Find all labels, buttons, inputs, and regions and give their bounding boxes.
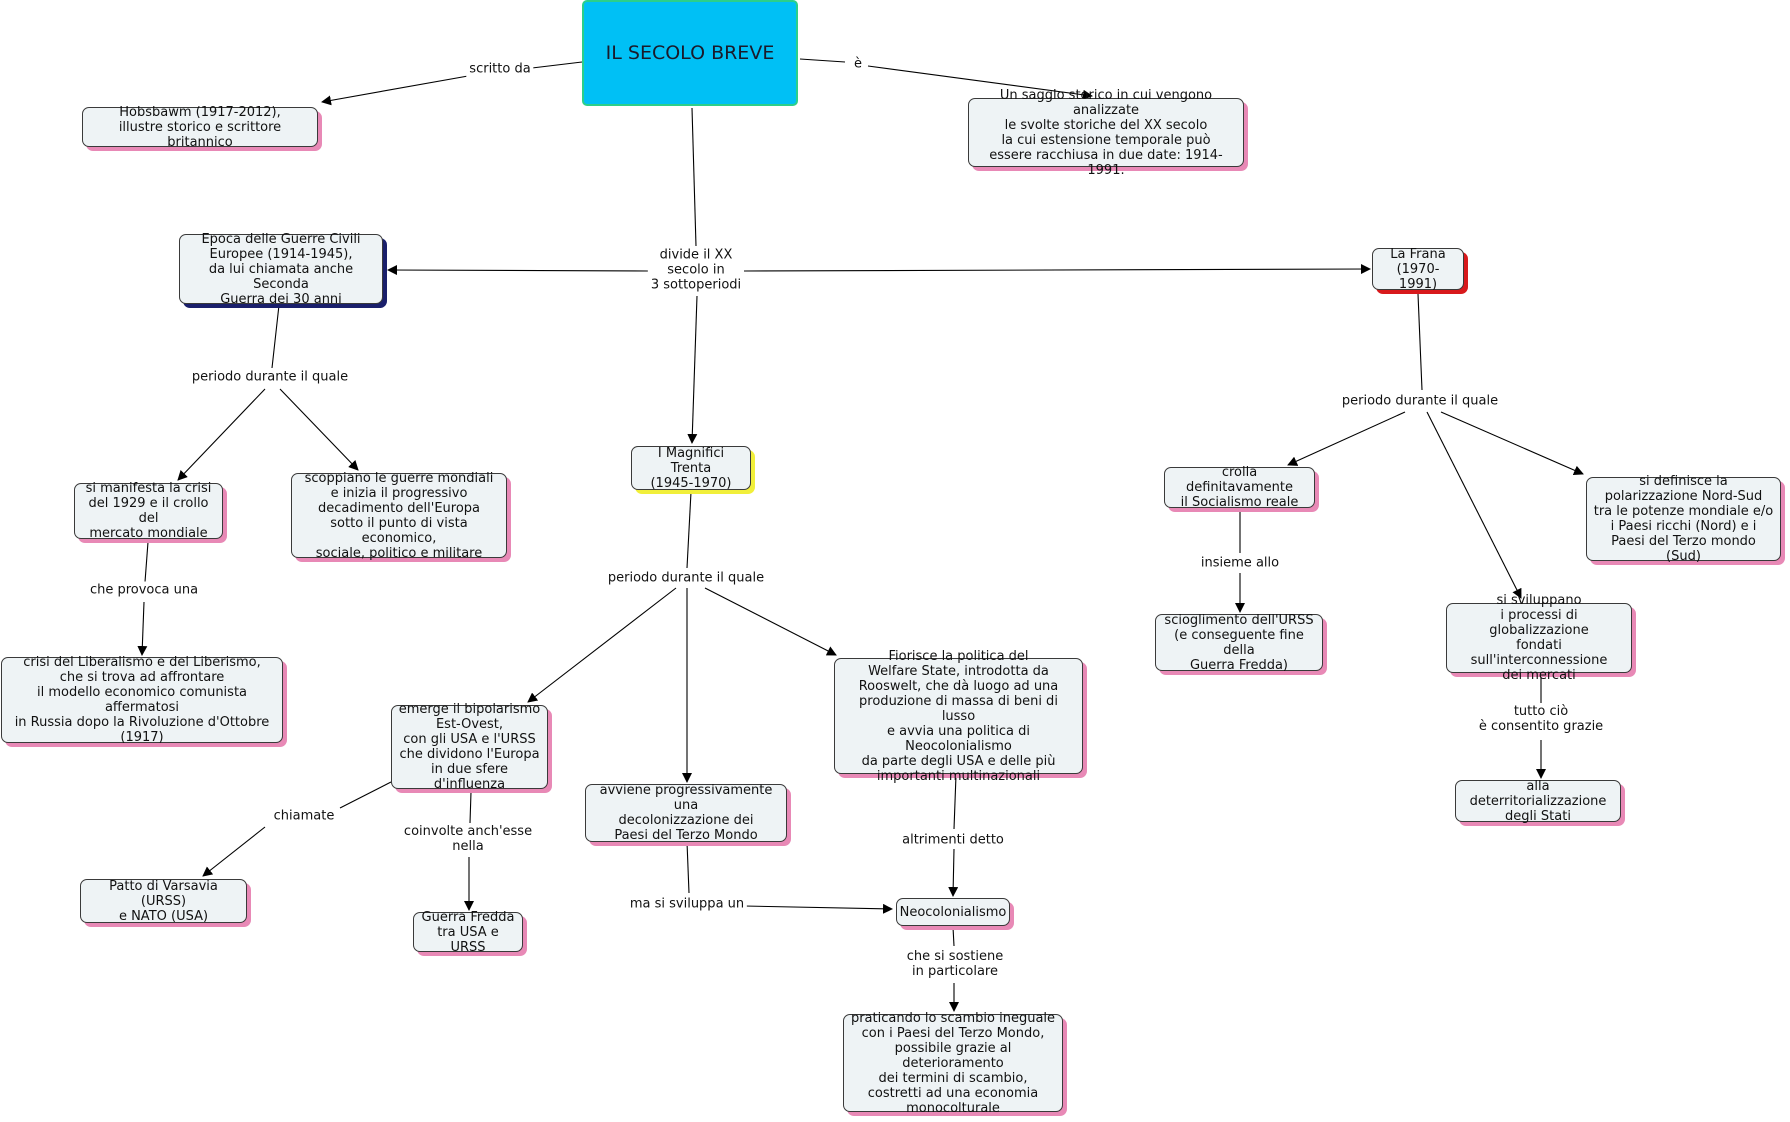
node-crisi-1929[interactable]: si manifesta la crisi del 1929 e il crol… — [74, 481, 223, 541]
edge-divide-magnifici — [687, 295, 698, 444]
node-patto-varsavia[interactable]: Patto di Varsavia (URSS) e NATO (USA) — [80, 879, 247, 924]
node-globalizzazione[interactable]: si sviluppano i processi di globalizzazi… — [1446, 593, 1632, 683]
edge-magnifici-periodo — [686, 491, 692, 569]
edge-bipolarismo-chiamate — [339, 781, 392, 809]
link-label-scritto-da: scritto da — [466, 60, 534, 78]
edge-scritto-hobsbawm — [321, 75, 469, 106]
edge-ma-neocolonialismo — [743, 903, 893, 914]
node-magnifici-trenta[interactable]: I Magnifici Trenta (1945-1970) — [631, 446, 751, 491]
node-welfare-state[interactable]: Fiorisce la politica del Welfare State, … — [834, 649, 1083, 784]
node-deterritorializzazione[interactable]: alla deterritorializzazione degli Stati — [1455, 779, 1621, 824]
node-scambio-ineguale[interactable]: praticando lo scambio ineguale con i Pae… — [843, 1011, 1063, 1116]
edge-root-scritto — [531, 61, 583, 69]
link-label-sostiene: che si sostiene in particolare — [903, 948, 1007, 980]
edge-provoca-liberalismo — [137, 601, 148, 656]
link-label-coinvolte: coinvolte anch'esse nella — [400, 823, 536, 855]
link-label-periodo-frana: periodo durante il quale — [1338, 392, 1502, 410]
edge-neocolonialismo-sostiene — [952, 926, 955, 947]
node-decolonizzazione[interactable]: avviene progressivamente una decolonizza… — [585, 783, 787, 843]
edge-periodo-welfare — [704, 587, 837, 656]
node-bipolarismo[interactable]: emerge il bipolarismo Est-Ovest, con gli… — [391, 702, 548, 792]
node-epoca-guerre-civili[interactable]: Epoca delle Guerre Civili Europee (1914-… — [179, 232, 383, 307]
edge-bipolarismo-coinvolte — [469, 791, 472, 824]
link-label-divide: divide il XX secolo in 3 sottoperiodi — [647, 246, 745, 294]
node-crisi-liberalismo[interactable]: crisi del Liberalismo e del Liberismo, c… — [1, 655, 283, 745]
edge-periodo-guerre — [279, 388, 359, 471]
link-label-e: è — [851, 55, 865, 73]
node-scioglimento-urss[interactable]: scioglimento dell'URSS (e conseguente fi… — [1155, 613, 1323, 673]
edge-divide-frana — [743, 264, 1371, 275]
node-la-frana[interactable]: La Frana (1970-1991) — [1372, 247, 1464, 292]
node-saggio-storico[interactable]: Un saggio storico in cui vengono analizz… — [968, 88, 1244, 178]
edge-periodo-polarizzazione — [1440, 411, 1584, 475]
link-label-insieme: insieme allo — [1197, 554, 1283, 572]
edge-welfare-altrimenti — [953, 774, 957, 830]
node-hobsbawm[interactable]: Hobsbawm (1917-2012), illustre storico e… — [82, 105, 318, 150]
link-label-periodo-epoca: periodo durante il quale — [188, 368, 352, 386]
node-socialismo-reale[interactable]: crolla definitavamente il Socialismo rea… — [1164, 465, 1315, 510]
edge-root-e — [799, 58, 846, 63]
edge-crisi-provoca — [144, 541, 149, 583]
edge-frana-periodo — [1417, 293, 1423, 391]
edge-chiamate-patto — [202, 826, 266, 877]
edge-root-divide — [691, 107, 697, 247]
edge-periodo-crisi — [177, 388, 266, 481]
edge-periodo-bipolarismo — [527, 587, 677, 703]
link-label-altrimenti: altrimenti detto — [899, 831, 1007, 849]
link-label-periodo-magnifici: periodo durante il quale — [604, 569, 768, 587]
edge-periodo-socialismo — [1287, 411, 1406, 466]
edge-e-saggio — [867, 65, 1093, 100]
edge-altrimenti-neocolonialismo — [948, 848, 959, 897]
node-guerra-fredda[interactable]: Guerra Fredda tra USA e URSS — [413, 910, 523, 955]
link-label-consentito: tutto ciò è consentito grazie — [1475, 703, 1607, 735]
node-neocolonialismo[interactable]: Neocolonialismo — [896, 898, 1010, 926]
link-label-chiamate: chiamate — [270, 807, 338, 825]
link-label-ma-sviluppa: ma si sviluppa un — [626, 895, 748, 913]
edge-periodo-globalizzazione — [1426, 411, 1522, 599]
edge-divide-epoca — [387, 265, 649, 276]
link-label-provoca: che provoca una — [86, 581, 202, 599]
root-node-secolo-breve[interactable]: IL SECOLO BREVE — [582, 0, 798, 106]
edge-epoca-periodo — [271, 304, 280, 369]
node-guerre-mondiali[interactable]: scoppiano le guerre mondiali e inizia il… — [291, 471, 507, 561]
edge-decolonizzazione-ma — [686, 841, 690, 894]
node-polarizzazione[interactable]: si definisce la polarizzazione Nord-Sud … — [1586, 474, 1781, 564]
